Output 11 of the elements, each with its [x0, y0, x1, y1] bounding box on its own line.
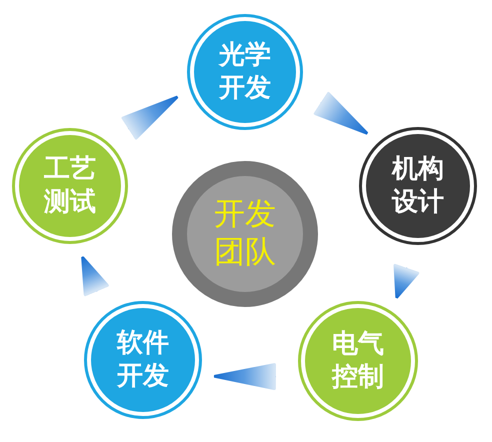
circle-label: 开发团队: [213, 196, 277, 272]
circle-label: 工艺测试: [42, 152, 97, 219]
circle-label: 光学开发: [218, 38, 272, 105]
circle-label: 软件开发: [116, 326, 170, 393]
triangle-arrow: [81, 256, 109, 296]
triangle-arrow: [394, 264, 420, 299]
circle-label: 电气控制: [330, 328, 385, 394]
circle-label: 机构设计: [390, 152, 445, 219]
triangle-arrow: [122, 96, 178, 140]
triangle-arrow: [213, 363, 276, 390]
triangle-arrow: [314, 92, 368, 135]
